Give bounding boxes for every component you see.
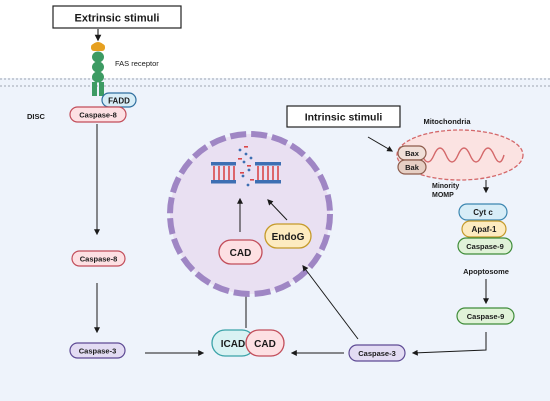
bax-label: Bax <box>405 149 420 158</box>
apaf1-label: Apaf-1 <box>472 225 497 234</box>
caspase8-disc-label: Caspase-8 <box>79 111 117 120</box>
fadd-node: FADD <box>101 92 137 108</box>
icad-label: ICAD <box>221 339 245 350</box>
apoptosome-label: Apoptosome <box>463 267 509 276</box>
arrow-endog-to-dna <box>267 199 288 221</box>
arrow-caspase9-to-caspase3 <box>411 332 487 356</box>
endog-label: EndoG <box>272 232 305 243</box>
arrow-intrinsic-to-bax <box>367 136 394 152</box>
fadd-label: FADD <box>108 97 130 106</box>
caspase9-apoptosome-label: Caspase-9 <box>466 242 504 251</box>
intrinsic-stimuli-label: Intrinsic stimuli <box>305 112 383 124</box>
caspase8-label: Caspase-8 <box>80 255 118 264</box>
caspase8-disc-node: Caspase-8 <box>69 106 127 123</box>
caspase3-left-label: Caspase-3 <box>79 347 117 356</box>
caspase9-node: Caspase-9 <box>456 307 515 325</box>
extrinsic-stimuli-box: Extrinsic stimuli <box>52 5 182 29</box>
caspase3-left-node: Caspase-3 <box>69 342 126 359</box>
nucleus <box>167 131 333 297</box>
icad-cad-complex: ICAD CAD <box>211 329 285 357</box>
plasma-membrane <box>0 78 550 88</box>
cad-complex-label: CAD <box>254 339 276 350</box>
minority-momp-label: Minority MOMP <box>432 183 461 199</box>
bax-node: Bax <box>397 145 427 161</box>
caspase8-node: Caspase-8 <box>71 250 126 267</box>
caspase3-right-node: Caspase-3 <box>348 344 406 362</box>
mitochondria-icon <box>396 129 524 181</box>
extrinsic-stimuli-label: Extrinsic stimuli <box>75 13 160 25</box>
disc-label: DISC <box>27 112 46 121</box>
mitochondria-label: Mitochondria <box>423 117 471 126</box>
caspase9-label: Caspase-9 <box>467 312 505 321</box>
arrow-caspase3-to-nucleus <box>302 265 359 340</box>
cad-nucleus-node: CAD <box>218 239 263 265</box>
caspase3-right-label: Caspase-3 <box>358 349 396 358</box>
apoptosome-stack: Cyt c Apaf-1 Caspase-9 <box>457 203 513 255</box>
fas-receptor-label: FAS receptor <box>115 59 159 68</box>
bak-node: Bak <box>397 159 427 175</box>
dna-fragment-icon <box>211 146 281 187</box>
endog-node: EndoG <box>264 223 312 249</box>
cytc-label: Cyt c <box>473 208 493 217</box>
bak-label: Bak <box>405 163 420 172</box>
intrinsic-stimuli-box: Intrinsic stimuli <box>286 105 401 128</box>
cad-nucleus-label: CAD <box>230 248 252 259</box>
fas-receptor <box>91 42 105 96</box>
